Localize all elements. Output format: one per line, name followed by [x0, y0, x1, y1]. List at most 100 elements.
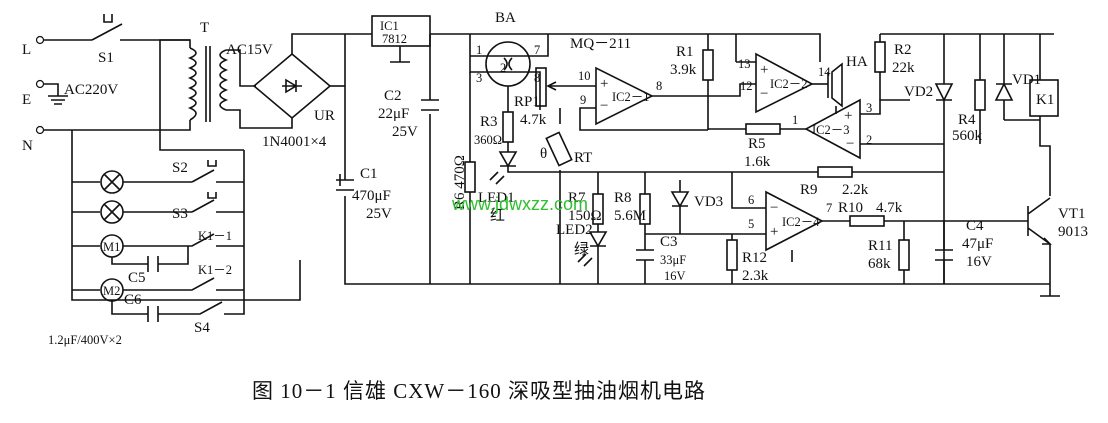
ba-label: BA: [495, 10, 516, 26]
bridge-rectifier: UR 1N4001×4: [252, 33, 345, 150]
ba-pin2: 2: [500, 61, 506, 75]
figure-caption: 图 10－1 信雄 CXW－160 深吸型抽油烟机电路: [252, 379, 706, 403]
ic2-1-pin8: 8: [656, 79, 662, 93]
r4-label: R4: [958, 112, 976, 128]
ic2-4-pin6: 6: [748, 193, 754, 207]
s4-label: S4: [194, 320, 210, 336]
ba-pin3: 3: [476, 71, 482, 85]
terminal-e-label: E: [22, 92, 31, 108]
c3-voltage: 16V: [664, 269, 686, 283]
ic2-4-pin5: 5: [748, 217, 754, 231]
c4-label: C4: [966, 218, 984, 234]
r8-label: R8: [614, 190, 632, 206]
rt-theta: θ: [540, 146, 547, 162]
c1-value: 470μF: [352, 188, 391, 204]
ic2-2-label: IC2－2: [770, 77, 808, 91]
k1-label: K1: [1036, 92, 1054, 108]
ic1-label: IC1: [380, 19, 399, 33]
r10-label: R10: [838, 200, 863, 216]
r5-value: 1.6k: [744, 154, 771, 170]
transformer-label: T: [200, 20, 209, 36]
sensor-network: RP1 4.7k R3 360Ω LED1 红 θ RT R6 470Ω: [452, 67, 592, 284]
r7-label: R7: [568, 190, 586, 206]
ic2-1-pin9: 9: [580, 93, 586, 107]
ic2-3-pin3: 3: [866, 101, 872, 115]
svg-text:+: +: [760, 62, 768, 78]
s3-label: S3: [172, 206, 188, 222]
vd3-label: VD3: [694, 194, 723, 210]
ic2-4-pin7: 7: [826, 201, 832, 215]
ic2-2-pin14: 14: [818, 65, 831, 79]
r9-value: 2.2k: [842, 182, 869, 198]
c5-c6-value: 1.2μF/400V×2: [48, 333, 122, 347]
rp1-label: RP1: [514, 94, 540, 110]
transformer: T AC15V: [187, 20, 293, 129]
led2-label: LED2: [556, 222, 593, 238]
ic2-3-comparator: + − IC2－3 3 1 2 R5 1.6k: [708, 98, 944, 170]
svg-text:−: −: [846, 136, 854, 152]
r7-value: 150Ω: [568, 208, 602, 224]
watermark: www.jdwxzz.com: [451, 194, 588, 214]
r4-value: 560k: [952, 128, 983, 144]
vt1-label: VT1: [1058, 206, 1086, 222]
c4-voltage: 16V: [966, 254, 992, 270]
ba-part: MQ－211: [570, 36, 631, 52]
svg-text:−: −: [600, 98, 608, 114]
led2-color: 绿: [574, 241, 589, 258]
ba-pin7: 7: [534, 43, 540, 57]
r11-label: R11: [868, 238, 892, 254]
c2-voltage: 25V: [392, 124, 418, 140]
transformer-output-label: AC15V: [226, 42, 273, 58]
ur-label: UR: [314, 108, 335, 124]
ic2-2-pin13: 13: [738, 57, 751, 71]
led1-color: 红: [490, 207, 505, 224]
k1-1-label: K1－1: [198, 229, 232, 243]
supply-label: AC220V: [64, 82, 118, 98]
c4-value: 47μF: [962, 236, 993, 252]
r3-label: R3: [480, 114, 498, 130]
r12-value: 2.3k: [742, 268, 769, 284]
c5-label: C5: [128, 270, 146, 286]
ic2-3-label: IC2－3: [812, 123, 850, 137]
vd1-label: VD1: [1012, 72, 1041, 88]
r1-value: 3.9k: [670, 62, 697, 78]
r2-label: R2: [894, 42, 912, 58]
r6-label: R6 470Ω: [452, 155, 468, 210]
r3-value: 360Ω: [474, 133, 502, 147]
ic2-1-comparator: + − IC2－1 10 9 8: [560, 66, 756, 131]
svg-text:+: +: [844, 108, 852, 124]
ic2-2-buzzer-driver: + − IC2－2 13 12 14 HA: [735, 34, 868, 114]
r10-value: 4.7k: [876, 200, 903, 216]
c2-label: C2: [384, 88, 402, 104]
ic1-part: 7812: [382, 32, 407, 46]
c3-value: 33μF: [660, 253, 686, 267]
svg-text:+: +: [600, 76, 608, 92]
r1-label: R1: [676, 44, 694, 60]
svg-text:+: +: [770, 224, 778, 240]
r8-value: 5.6M: [614, 208, 646, 224]
power-rails: C1 470μF 25V C2 22μF 25V: [336, 33, 1050, 285]
r11-value: 68k: [868, 256, 891, 272]
ba-pin8: 8: [534, 71, 540, 85]
r9-label: R9: [800, 182, 818, 198]
terminal-l-label: L: [22, 42, 31, 58]
load-section: S2 S3 M1 M2 C5 K1－1 K1－2 C6 S4 1.2μF/400…: [48, 39, 245, 347]
r1-resistor: R1 3.9k: [670, 34, 714, 130]
rp1-value: 4.7k: [520, 112, 547, 128]
c3-label: C3: [660, 234, 678, 250]
ic2-1-pin10: 10: [578, 69, 591, 83]
delay-driver-stage: R9 2.2k − + IC2－4 6 5 7 R12 2.3k R10 4.7…: [680, 166, 1088, 297]
ic2-4-label: IC2－4: [782, 215, 820, 229]
relay-stage: R2 22k VD2 R4 560k VD1 K1: [874, 33, 1059, 284]
vt1-part: 9013: [1058, 224, 1088, 240]
r5-label: R5: [748, 136, 766, 152]
ic2-3-pin1: 1: [792, 113, 798, 127]
bridge-label: 1N4001×4: [262, 134, 327, 150]
ha-label: HA: [846, 54, 868, 70]
c1-label: C1: [360, 166, 378, 182]
ic2-3-pin2: 2: [866, 133, 872, 147]
s1-label: S1: [98, 50, 114, 66]
c2-value: 22μF: [378, 106, 409, 122]
